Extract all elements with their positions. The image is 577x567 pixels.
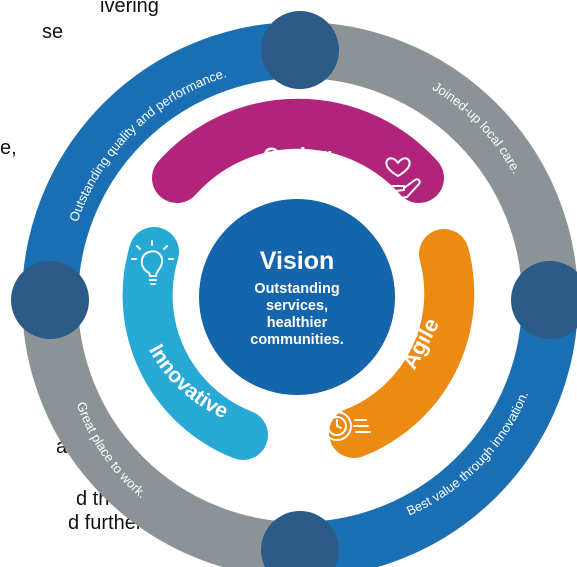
background-text-line: e, bbox=[0, 137, 17, 159]
background-text-line: ivering bbox=[100, 0, 159, 17]
heart-hand-icon bbox=[380, 157, 421, 201]
vision-circle bbox=[199, 199, 395, 395]
caring-arc bbox=[152, 98, 444, 203]
ring-node-left bbox=[11, 261, 89, 339]
stopwatch-icon bbox=[322, 404, 371, 441]
vision-line: services, bbox=[266, 298, 328, 314]
agile-arc bbox=[329, 229, 475, 458]
background-text-line: d further bbox=[68, 512, 143, 534]
caring-label: Caring bbox=[263, 143, 333, 168]
innovative-arc bbox=[122, 227, 268, 460]
background-text-line: se bbox=[42, 21, 64, 43]
ring-node-bottom bbox=[261, 511, 339, 567]
vision-title: Vision bbox=[260, 247, 335, 275]
ring-node-right bbox=[511, 261, 577, 339]
ring-node-top bbox=[261, 11, 339, 89]
vision-line: healthier bbox=[267, 315, 328, 331]
outer-ring-value-segment bbox=[299, 299, 577, 567]
lightbulb-icon bbox=[131, 240, 174, 285]
vision-line: communities. bbox=[250, 332, 343, 348]
vision-line: Outstanding bbox=[254, 281, 339, 297]
outer-ring-quality-segment bbox=[22, 22, 301, 301]
